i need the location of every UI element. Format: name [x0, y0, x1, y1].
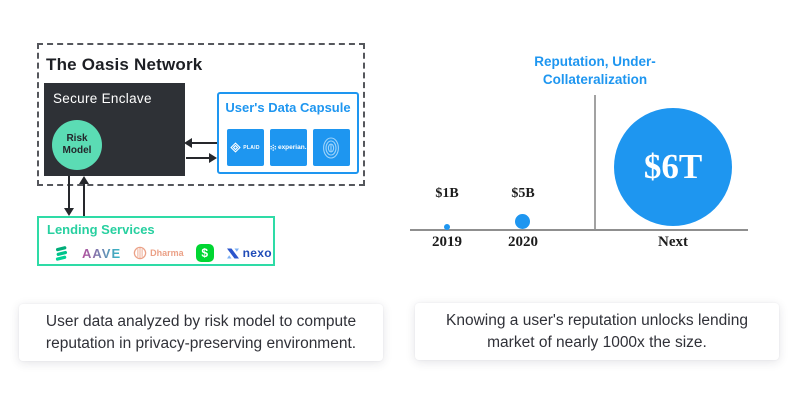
chart-title-line1: Reputation, Under- — [534, 54, 656, 69]
dharma-logo: Dharma — [133, 246, 184, 260]
x-label-next: Next — [658, 234, 688, 250]
risk-model-node: Risk Model — [52, 120, 102, 170]
oasis-network-box — [37, 43, 365, 186]
experian-label: experian. — [277, 144, 307, 151]
lending-services-title: Lending Services — [47, 222, 155, 237]
caption-left-line2: reputation in privacy-preserving environ… — [45, 334, 357, 352]
caption-right-line1: Knowing a user's reputation unlocks lend… — [446, 311, 748, 329]
fingerprint-icon — [323, 136, 339, 159]
cashapp-icon: $ — [195, 244, 214, 262]
chart-divider-line — [594, 95, 596, 230]
aave-logo: AAVE — [82, 245, 122, 261]
plaid-icon — [230, 142, 241, 153]
arrow-capsule-to-enclave-line — [192, 142, 217, 144]
plaid-label: PLAID — [243, 144, 260, 151]
arrow-enclave-to-lending-head — [64, 208, 74, 216]
chart-x-axis — [410, 229, 748, 231]
lending-logos-row: AAVE Dharma $ nexo — [53, 242, 272, 264]
compound-icon — [55, 245, 68, 261]
experian-tile: experian. — [269, 129, 307, 166]
fingerprint-tile — [312, 129, 350, 166]
arrow-lending-to-enclave-line — [83, 184, 85, 216]
lending-services-box: Lending Services AAVE Dharma $ — [37, 216, 275, 266]
plaid-tile: PLAID — [226, 129, 264, 166]
nexo-icon — [226, 248, 239, 258]
dharma-label: Dharma — [150, 248, 184, 258]
arrow-enclave-to-capsule-line — [186, 157, 210, 159]
chart-title-line2: Collateralization — [542, 72, 648, 88]
caption-right: Knowing a user's reputation unlocks lend… — [415, 303, 779, 360]
arrow-lending-to-enclave-head — [79, 176, 89, 184]
caption-left-line1: User data analyzed by risk model to comp… — [45, 312, 357, 330]
experian-icon — [269, 144, 276, 151]
secure-enclave-title: Secure Enclave — [53, 91, 152, 106]
oasis-network-title: The Oasis Network — [46, 55, 203, 74]
bubble-2020-value: $5B — [511, 186, 535, 201]
arrow-enclave-to-capsule-head — [209, 153, 217, 163]
bubble-next: $6T — [614, 108, 732, 226]
nexo-logo: nexo — [226, 246, 272, 260]
x-label-2019: 2019 — [432, 234, 462, 250]
data-capsule-items: PLAID experian. — [219, 129, 357, 166]
bubble-2019-value: $1B — [435, 186, 459, 201]
bubble-next-value: $6T — [643, 147, 703, 186]
nexo-label: nexo — [242, 246, 272, 260]
x-label-2020: 2020 — [508, 234, 538, 250]
chart-title: Reputation, Under- Collateralization — [495, 53, 695, 89]
arrow-capsule-to-enclave-head — [184, 138, 192, 148]
bubble-2020 — [515, 214, 530, 229]
risk-model-label: Risk Model — [62, 132, 92, 157]
caption-right-line2: market of nearly 1000x the size. — [487, 333, 707, 351]
data-capsule-title: User's Data Capsule — [225, 100, 351, 115]
caption-left: User data analyzed by risk model to comp… — [19, 304, 383, 361]
arrow-enclave-to-lending-line — [68, 176, 70, 209]
bubble-2019 — [444, 224, 450, 230]
dharma-icon — [133, 246, 147, 260]
data-capsule-box: User's Data Capsule PLAID experian. — [217, 92, 359, 174]
